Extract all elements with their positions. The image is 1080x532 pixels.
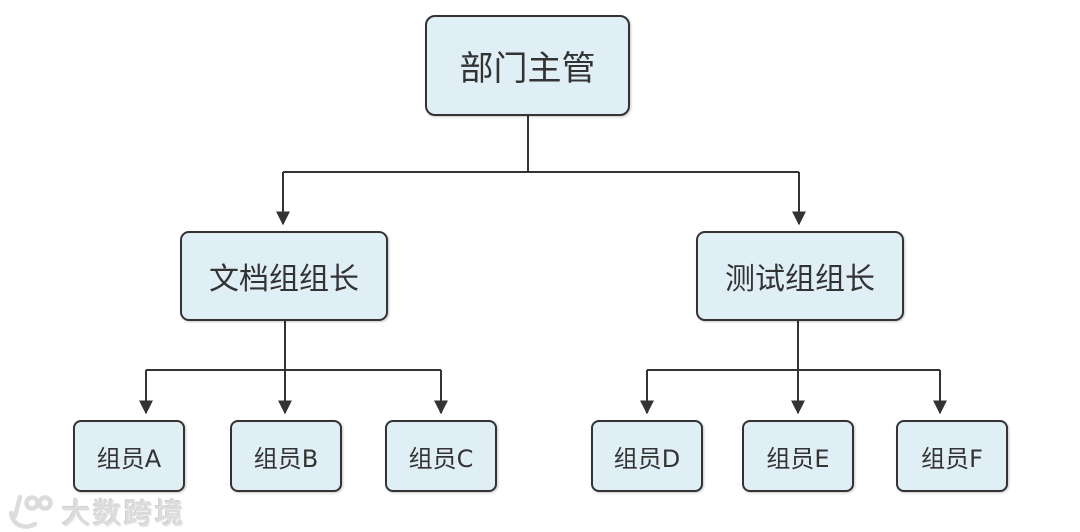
watermark: 大数跨境 [6,492,186,532]
org-node-member-b[interactable]: 组员B [230,420,342,492]
org-node-member-e[interactable]: 组员E [742,420,854,492]
org-node-label: 组员E [766,444,830,473]
org-node-label: 部门主管 [459,49,596,89]
org-node-label: 组员C [408,444,474,473]
org-node-member-a[interactable]: 组员A [73,420,185,492]
org-node-doc-lead[interactable]: 文档组组长 [180,231,388,321]
org-node-label: 组员A [96,444,162,473]
org-node-root[interactable]: 部门主管 [425,15,630,116]
org-node-label: 组员B [253,444,319,473]
org-node-label: 文档组组长 [209,262,359,297]
org-node-member-c[interactable]: 组员C [385,420,497,492]
org-node-label: 组员F [921,444,983,473]
watermark-brand-text: 大数跨境 [62,497,187,530]
org-node-label: 组员D [613,444,681,473]
org-node-label: 测试组组长 [725,262,875,297]
org-node-test-lead[interactable]: 测试组组长 [696,231,904,321]
org-node-member-f[interactable]: 组员F [896,420,1008,492]
org-node-member-d[interactable]: 组员D [591,420,703,492]
brand-logo-icon [8,494,53,529]
